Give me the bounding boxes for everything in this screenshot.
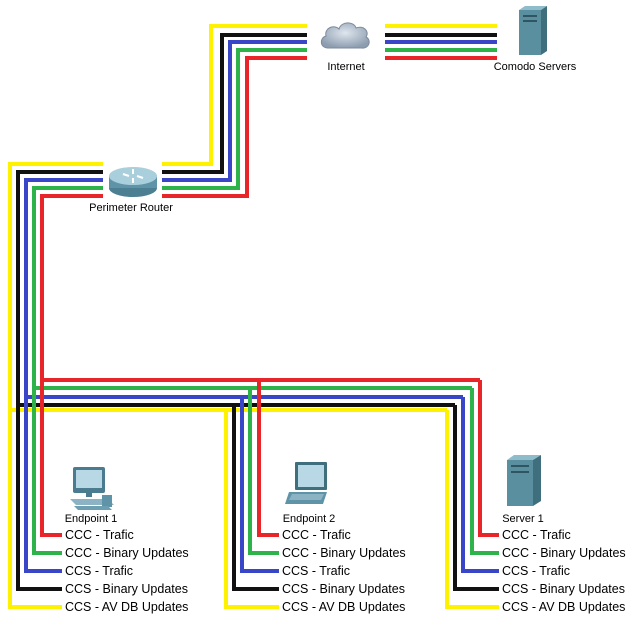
- endpoint1-drops: [8, 380, 62, 609]
- server1-legend-ccs-binary-updates: CCS - Binary Updates: [502, 582, 625, 596]
- link-yellow: [8, 162, 103, 410]
- server1-legend-ccs-av-db-updates: CCS - AV DB Updates: [502, 600, 626, 614]
- server1-legend-ccc-binary-updates: CCC - Binary Updates: [502, 546, 626, 560]
- server-tower-icon: [519, 6, 547, 55]
- link-red: [162, 56, 307, 198]
- link-blue: [162, 40, 307, 182]
- perimeter-router-label: Perimeter Router: [89, 202, 173, 214]
- endpoint1-legend-ccc-trafic: CCC - Trafic: [65, 528, 134, 542]
- router-internet-links: [162, 24, 307, 198]
- server1-label: Server 1: [502, 513, 544, 525]
- endpoint1-legend-ccs-av-db-updates: CCS - AV DB Updates: [65, 600, 189, 614]
- endpoint1-legend-ccs-binary-updates: CCS - Binary Updates: [65, 582, 188, 596]
- link-green: [32, 186, 103, 388]
- router-icon: [109, 167, 157, 197]
- internet-label: Internet: [327, 61, 365, 73]
- desktop-computer-icon: [70, 467, 114, 510]
- endpoint2-drops: [224, 380, 279, 609]
- endpoint2-legend-ccs-av-db-updates: CCS - AV DB Updates: [282, 600, 406, 614]
- router-lan-links: [8, 162, 103, 410]
- server1-legend-ccs-trafic: CCS - Trafic: [502, 564, 571, 578]
- internet-comodo-links: [385, 24, 497, 60]
- endpoint2-legend-ccs-binary-updates: CCS - Binary Updates: [282, 582, 405, 596]
- link-black: [16, 170, 103, 405]
- endpoint1-label: Endpoint 1: [64, 513, 118, 525]
- endpoint1-legend-ccs-trafic: CCS - Trafic: [65, 564, 134, 578]
- lan-bus: [10, 378, 480, 412]
- link-black: [162, 33, 307, 174]
- comodo-servers-label: Comodo Servers: [493, 61, 577, 73]
- endpoint1-legend-ccc-binary-updates: CCC - Binary Updates: [65, 546, 189, 560]
- cloud-icon: [320, 22, 370, 49]
- endpoint2-legend-ccc-trafic: CCC - Trafic: [282, 528, 351, 542]
- server-tower-icon: [507, 455, 541, 506]
- link-red: [40, 194, 103, 380]
- server1-legend-ccc-trafic: CCC - Trafic: [502, 528, 571, 542]
- link-green: [162, 48, 307, 190]
- server1-drops: [445, 380, 499, 609]
- endpoint2-label: Endpoint 2: [282, 513, 336, 525]
- endpoint2-legend-ccs-trafic: CCS - Trafic: [282, 564, 351, 578]
- laptop-icon: [285, 462, 327, 504]
- link-blue: [24, 178, 103, 397]
- endpoint2-legend-ccc-binary-updates: CCC - Binary Updates: [282, 546, 406, 560]
- link-yellow: [162, 24, 307, 166]
